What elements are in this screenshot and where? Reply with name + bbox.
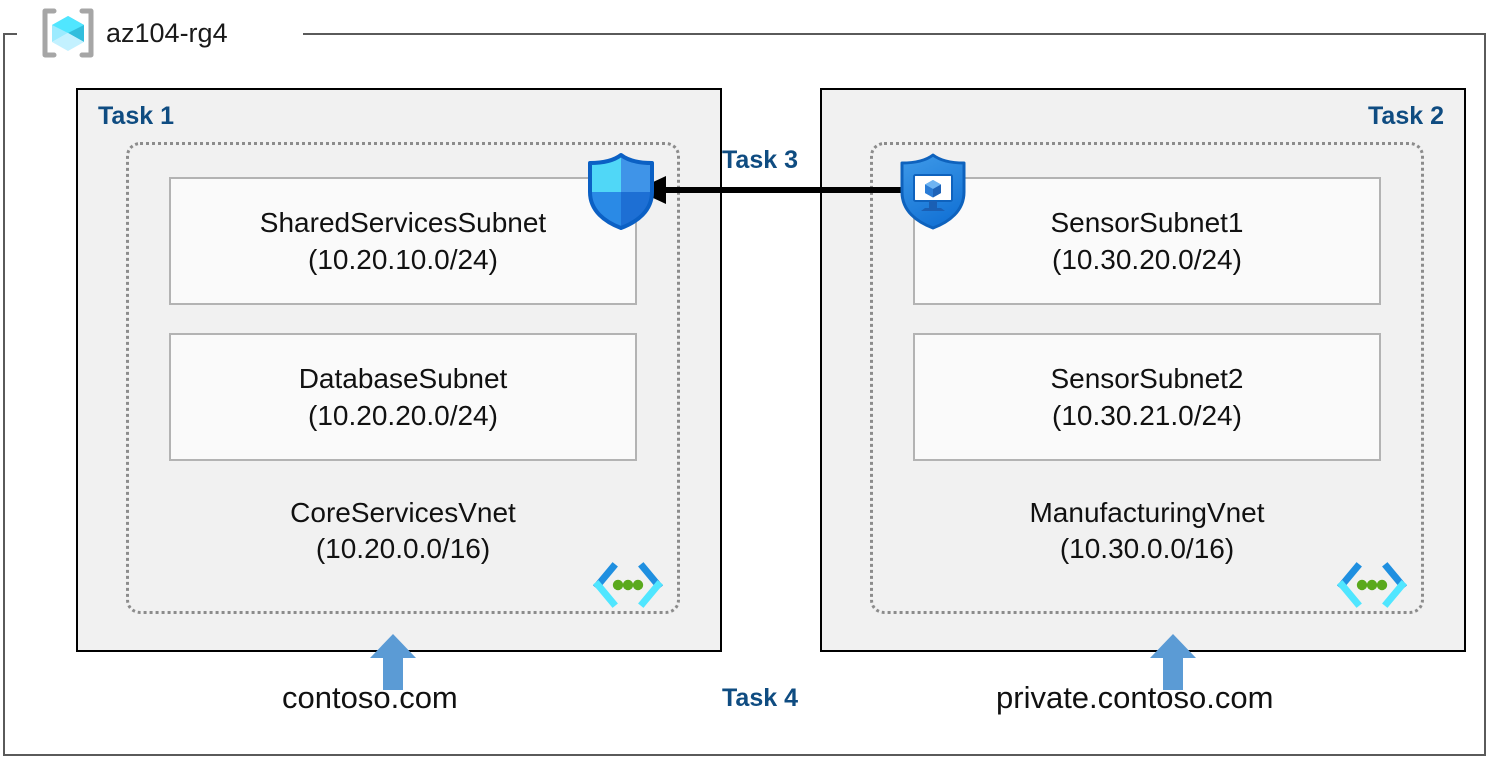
- subnet-sensor1: SensorSubnet1 (10.30.20.0/24): [913, 177, 1381, 305]
- subnet-sharedservices-cidr: (10.20.10.0/24): [308, 244, 498, 275]
- dns-up-arrow-icon: [1150, 634, 1196, 690]
- dns-zone-private-contoso-label: private.contoso.com: [996, 680, 1274, 715]
- subnet-sharedservices-name: SharedServicesSubnet: [259, 207, 547, 238]
- task-3-label: Task 3: [722, 146, 798, 174]
- subnet-sensor2-cidr: (10.30.21.0/24): [1052, 400, 1242, 431]
- resource-group-cube-icon: [40, 7, 96, 59]
- vnet-coreservices-label: CoreServicesVnet (10.20.0.0/16): [129, 495, 677, 568]
- vnet-coreservices-cidr: (10.20.0.0/16): [315, 533, 491, 565]
- subnet-sensor1-name: SensorSubnet1: [1050, 207, 1244, 238]
- subnet-sharedservices: SharedServicesSubnet (10.20.10.0/24): [169, 177, 637, 305]
- subnet-sensor2-name: SensorSubnet2: [1050, 363, 1244, 394]
- vnet-manufacturing-container: SensorSubnet1 (10.30.20.0/24) SensorSubn…: [870, 142, 1424, 614]
- vnet-manufacturing-cidr: (10.30.0.0/16): [1059, 533, 1235, 565]
- subnet-sensor1-cidr: (10.30.20.0/24): [1052, 244, 1242, 275]
- vnet-coreservices-container: SharedServicesSubnet (10.20.10.0/24) Dat…: [126, 142, 680, 614]
- resource-group-header: az104-rg4: [40, 6, 228, 60]
- dns-up-arrow-icon: [370, 634, 416, 690]
- subnet-database: DatabaseSubnet (10.20.20.0/24): [169, 333, 637, 461]
- subnet-database-name: DatabaseSubnet: [298, 363, 508, 394]
- network-security-group-shield-icon: [583, 152, 659, 230]
- task-4-label: Task 4: [722, 684, 798, 712]
- vnet-manufacturing-name: ManufacturingVnet: [1029, 497, 1265, 528]
- subnet-sensor2: SensorSubnet2 (10.30.21.0/24): [913, 333, 1381, 461]
- dns-zone-contoso-label: contoso.com: [282, 680, 458, 715]
- resource-group-frame: [3, 33, 1486, 756]
- vnet-coreservices-name: CoreServicesVnet: [290, 497, 516, 528]
- virtual-network-icon: [593, 561, 663, 609]
- virtual-machine-shield-icon: [895, 152, 971, 230]
- virtual-network-icon: [1337, 561, 1407, 609]
- task-1-label: Task 1: [98, 102, 174, 130]
- vnet-manufacturing-label: ManufacturingVnet (10.30.0.0/16): [873, 495, 1421, 568]
- task-2-label: Task 2: [1368, 102, 1444, 130]
- resource-group-name: az104-rg4: [106, 17, 228, 48]
- subnet-database-cidr: (10.20.20.0/24): [308, 400, 498, 431]
